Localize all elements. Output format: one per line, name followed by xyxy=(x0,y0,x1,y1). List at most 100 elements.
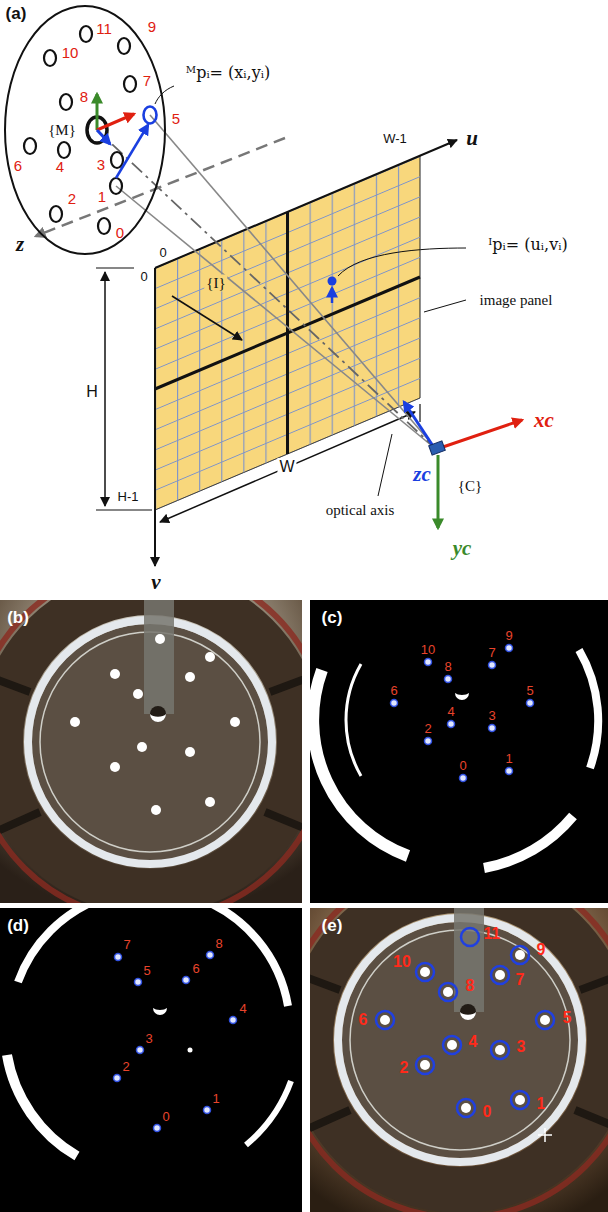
photo-threshold xyxy=(153,1008,167,1015)
photo-threshold xyxy=(460,775,467,782)
photo-result xyxy=(420,967,430,977)
callout-number: 10 xyxy=(421,642,435,657)
marker-board xyxy=(110,178,122,194)
projection-rays xyxy=(97,130,437,450)
panel-label: (e) xyxy=(322,916,343,936)
photo-raw xyxy=(230,717,240,727)
callout-number: 8 xyxy=(215,936,222,951)
callout-number: 9 xyxy=(537,941,546,959)
photo-threshold xyxy=(310,600,608,903)
photo-raw xyxy=(155,634,165,644)
photo-result xyxy=(495,1045,505,1055)
callout-number: 4 xyxy=(447,704,454,719)
photo-threshold xyxy=(506,645,513,652)
axis-tick: 0 xyxy=(140,269,147,284)
callout-number: 4 xyxy=(239,1001,246,1016)
photo-threshold xyxy=(114,1075,121,1082)
photo-raw xyxy=(0,600,302,903)
panel-label: (a) xyxy=(6,4,27,24)
leader-lines xyxy=(424,300,466,312)
leader-lines xyxy=(155,86,174,104)
callout-number: 6 xyxy=(390,683,397,698)
photo-raw xyxy=(205,797,215,807)
photo-result xyxy=(376,1011,394,1029)
marker-board xyxy=(118,38,130,54)
callout-number: 3 xyxy=(517,1038,526,1056)
math-label: ᴵpᵢ= (uᵢ,vᵢ) xyxy=(488,235,567,254)
projection-rays xyxy=(150,115,437,450)
image-point xyxy=(331,288,334,303)
leader-lines xyxy=(378,434,392,496)
photo-threshold xyxy=(137,1047,144,1054)
marker-board xyxy=(60,94,72,110)
photo-raw xyxy=(205,652,215,662)
callout-number: 1 xyxy=(537,1095,546,1113)
axis-label: yc xyxy=(453,536,472,561)
callout-number: 9 xyxy=(505,628,512,643)
photo-threshold xyxy=(7,1055,77,1156)
callout-number: 1 xyxy=(505,751,512,766)
leader-lines xyxy=(338,248,466,276)
photo-raw xyxy=(110,669,120,679)
photo-threshold xyxy=(114,952,237,1132)
photo-threshold xyxy=(183,977,190,984)
photo-threshold xyxy=(425,738,432,745)
dimension-lines xyxy=(104,272,106,506)
callout-number: 10 xyxy=(393,953,411,971)
photo-result xyxy=(540,1015,550,1025)
marker-board xyxy=(111,152,123,168)
marker-board xyxy=(24,138,36,154)
photo-threshold xyxy=(313,650,598,868)
marker-board xyxy=(98,218,110,234)
annotation: optical axis xyxy=(326,502,395,519)
marker-board xyxy=(5,6,165,254)
callout-number: 0 xyxy=(162,1109,169,1124)
camera xyxy=(404,402,522,528)
marker-board xyxy=(44,50,56,66)
camera xyxy=(404,402,433,446)
photo-result xyxy=(380,1015,390,1025)
photo-raw xyxy=(185,747,195,757)
image-panel xyxy=(155,156,420,510)
dimension-label: H xyxy=(86,383,98,401)
photo-result xyxy=(491,1041,509,1059)
photo-threshold xyxy=(135,979,142,986)
photo-raw xyxy=(133,689,143,699)
callout-number: 2 xyxy=(400,1059,409,1077)
projection-rays xyxy=(116,186,437,450)
image-panel xyxy=(155,277,420,389)
callout-number: 2 xyxy=(68,190,76,207)
photo-raw xyxy=(185,672,195,682)
photo-threshold xyxy=(455,693,469,700)
photo-result xyxy=(457,1099,475,1117)
axis-label: v xyxy=(151,570,160,595)
axis-label: u xyxy=(466,126,478,151)
photo-result xyxy=(447,1040,457,1050)
photo-threshold xyxy=(484,816,573,868)
photo-threshold xyxy=(0,908,302,1212)
photo-result xyxy=(491,966,509,984)
axis-label: zc xyxy=(413,462,431,487)
photo-result xyxy=(416,963,434,981)
callout-number: 7 xyxy=(516,971,525,989)
callout-number: 0 xyxy=(459,758,466,773)
panel-label: (c) xyxy=(322,608,343,628)
callout-number: 10 xyxy=(62,44,79,61)
marker-board xyxy=(50,206,62,222)
annotation: image panel xyxy=(480,292,553,309)
photo-threshold xyxy=(489,725,496,732)
callout-number: 6 xyxy=(192,961,199,976)
axis-label: z xyxy=(16,232,24,257)
frame-label: {C} xyxy=(458,478,482,495)
photo-threshold xyxy=(18,908,102,982)
photo-panel: (d)785643210 xyxy=(0,908,302,1212)
photo-raw xyxy=(70,634,240,815)
image-point xyxy=(328,277,337,286)
photo-result xyxy=(536,1011,554,1029)
dimension-lines xyxy=(96,509,152,510)
marker-board xyxy=(97,114,134,130)
photo-result xyxy=(495,970,505,980)
